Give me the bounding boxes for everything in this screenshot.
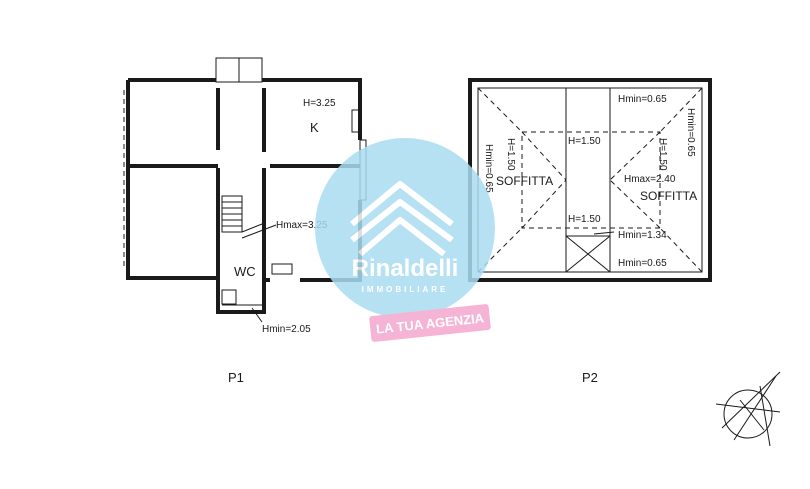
hmin-left-label: Hmin=0.65: [483, 144, 494, 193]
building-logo-icon: [350, 181, 454, 257]
room-k-label: K: [310, 120, 319, 135]
plan-p1: H=3.25 K Hmax=3.25 WC Hmin=2.05 P1: [123, 57, 367, 385]
brand-sub: IMMOBILIARE: [362, 285, 449, 294]
hmin-134-label: Hmin=1.34: [618, 230, 667, 241]
room-wc-label: WC: [234, 264, 256, 279]
soffitta-right-label: SOFFITTA: [640, 189, 697, 203]
hmin-bottom-label: Hmin=0.65: [618, 258, 667, 269]
watermark-circle: [315, 138, 495, 318]
agency-watermark: Rinaldelli IMMOBILIARE LA TUA AGENZIA: [315, 138, 495, 342]
h-right-label: H=1.50: [657, 138, 668, 171]
north-arrow-icon: [715, 371, 781, 447]
hmin-right-label: Hmin=0.65: [685, 108, 696, 157]
hmin-p1-label: Hmin=2.05: [262, 324, 311, 335]
plan-p2: Hmin=0.65 H=1.50 H=1.50 H=1.50 Hmin=0.65…: [468, 78, 712, 385]
level-p1-label: P1: [228, 370, 244, 385]
hmin-top-label: Hmin=0.65: [618, 94, 667, 105]
hmax-p2-label: Hmax=2.40: [624, 174, 676, 185]
h-center-bottom-label: H=1.50: [568, 214, 601, 225]
h-left-label: H=1.50: [505, 138, 516, 171]
h-center-top-label: H=1.50: [568, 136, 601, 147]
tagline-badge: [369, 304, 491, 342]
brand-name: Rinaldelli: [352, 255, 459, 282]
hmax-p1-label: Hmax=3.25: [276, 220, 328, 231]
soffitta-left-label: SOFFITTA: [496, 174, 553, 188]
height-k-label: H=3.25: [303, 98, 336, 109]
level-p2-label: P2: [582, 370, 598, 385]
